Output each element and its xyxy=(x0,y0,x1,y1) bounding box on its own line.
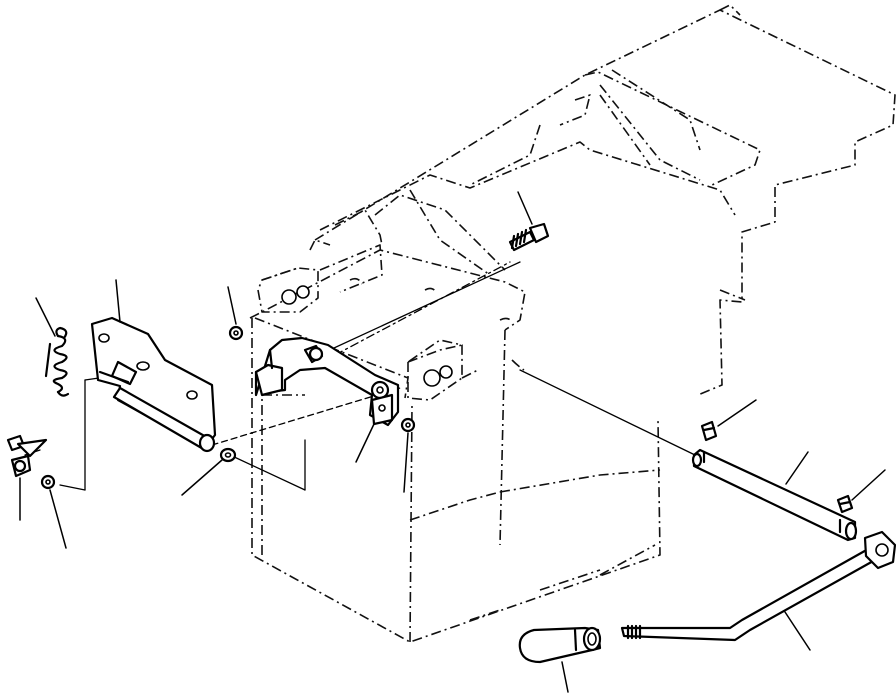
callout-leaders xyxy=(19,191,886,693)
clip-icon xyxy=(6,434,48,478)
leader-bolt xyxy=(517,191,533,225)
leader-washer-bracket xyxy=(227,286,237,325)
bolt-icon xyxy=(508,222,550,252)
leader-shaft xyxy=(785,451,809,485)
pin-upper-icon xyxy=(700,420,718,442)
mount-holes xyxy=(281,285,453,387)
lever-icon xyxy=(620,530,896,642)
washer-mid-icon xyxy=(219,447,237,463)
leader-spring xyxy=(35,297,56,337)
washer-bracket-icon xyxy=(228,325,244,341)
machine-frame-outline xyxy=(249,4,896,643)
assembly-centerlines xyxy=(24,261,696,491)
leader-pin-lower xyxy=(851,469,886,501)
leader-washer-mid xyxy=(181,459,223,496)
knob-icon xyxy=(518,626,602,664)
bracket-icon xyxy=(254,336,400,427)
hinge-plate-icon xyxy=(90,316,217,453)
leader-washer-left xyxy=(49,489,67,549)
washer-right-icon xyxy=(400,417,416,433)
washer-left-icon xyxy=(40,474,56,490)
leader-lever xyxy=(784,611,811,651)
pin-lower-icon xyxy=(836,494,854,514)
leader-washer-right xyxy=(403,432,409,493)
leader-pin-upper xyxy=(717,399,757,427)
shaft-icon xyxy=(691,448,858,542)
coil-spring-icon xyxy=(44,326,70,397)
leader-bracket xyxy=(355,423,375,463)
leader-hinge-plate xyxy=(115,279,121,323)
leader-knob xyxy=(561,661,569,693)
